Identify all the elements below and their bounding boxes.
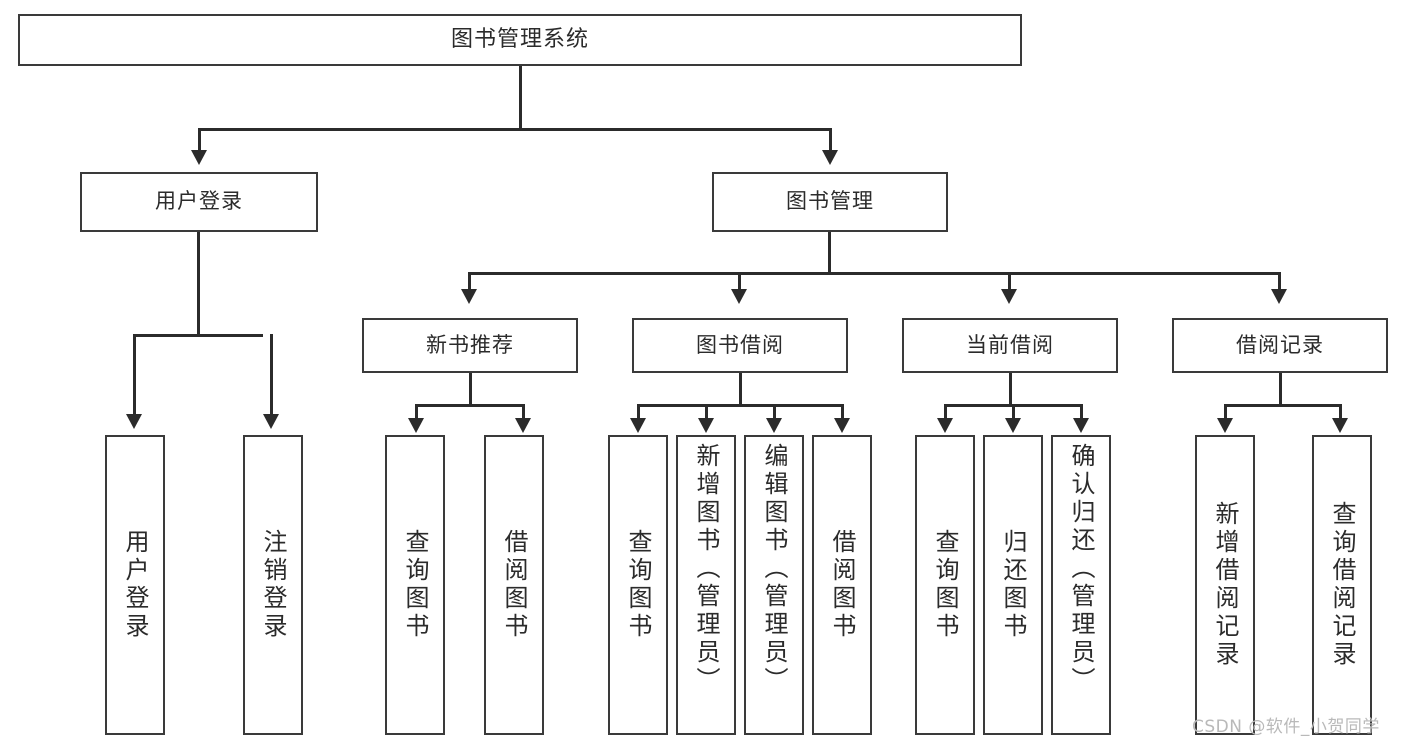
- connector-root-right-drop: [829, 128, 832, 153]
- leaf-cb-confirm-return-admin[interactable]: 确认归还（管理员）: [1051, 435, 1111, 735]
- connector-bb-stem: [739, 373, 742, 406]
- node-label: 用户登录: [155, 189, 243, 214]
- connector-br-drop-1: [1224, 404, 1227, 420]
- node-label: 新增图书（管理员）: [692, 443, 720, 695]
- connector-br-drop-2: [1339, 404, 1342, 420]
- node-new-book-recommend[interactable]: 新书推荐: [362, 318, 578, 373]
- arrow-icon-bb-leaf-2: [698, 418, 714, 433]
- arrow-icon-bb-leaf-4: [834, 418, 850, 433]
- arrow-icon-br-leaf-1: [1217, 418, 1233, 433]
- node-label: 新书推荐: [426, 332, 514, 357]
- node-label: 借阅记录: [1236, 332, 1324, 357]
- node-label: 新增借阅记录: [1211, 501, 1239, 669]
- node-label: 图书借阅: [696, 332, 784, 357]
- leaf-cb-return-book[interactable]: 归还图书: [983, 435, 1043, 735]
- arrow-icon-bb-leaf-1: [630, 418, 646, 433]
- node-label: 图书管理: [786, 189, 874, 214]
- node-user-login[interactable]: 用户登录: [80, 172, 318, 232]
- arrow-icon-cb-leaf-3: [1073, 418, 1089, 433]
- node-label: 查询图书: [931, 529, 959, 641]
- connector-cb-stem: [1009, 373, 1012, 406]
- leaf-br-add-record[interactable]: 新增借阅记录: [1195, 435, 1255, 735]
- node-root-book-management-system[interactable]: 图书管理系统: [18, 14, 1022, 66]
- connector-user-login-bar: [133, 334, 263, 337]
- connector-bm-drop-1: [468, 272, 471, 292]
- node-label: 借阅图书: [828, 529, 856, 641]
- connector-root-stem: [519, 66, 522, 130]
- arrow-icon-to-new-book-recommend: [461, 289, 477, 304]
- leaf-nbr-query-book[interactable]: 查询图书: [385, 435, 445, 735]
- arrow-icon-cb-leaf-1: [937, 418, 953, 433]
- node-label: 查询图书: [624, 529, 652, 641]
- node-label: 借阅图书: [500, 529, 528, 641]
- connector-nbr-drop-1: [415, 404, 418, 420]
- arrow-icon-to-borrow-record: [1271, 289, 1287, 304]
- connector-bm-drop-2: [738, 272, 741, 292]
- arrow-icon-nbr-leaf-1: [408, 418, 424, 433]
- node-label: 图书管理系统: [450, 26, 589, 52]
- connector-bm-drop-4: [1278, 272, 1281, 292]
- arrow-icon-to-leaf-user-login: [126, 414, 142, 429]
- connector-root-left-drop: [198, 128, 201, 153]
- leaf-bb-query-book[interactable]: 查询图书: [608, 435, 668, 735]
- connector-cb-drop-3: [1080, 404, 1083, 420]
- arrow-icon-to-book-borrow: [731, 289, 747, 304]
- node-label: 用户登录: [121, 529, 149, 641]
- connector-cb-drop-2: [1012, 404, 1015, 420]
- node-label: 编辑图书（管理员）: [760, 443, 788, 695]
- connector-bb-drop-4: [841, 404, 844, 420]
- node-label: 查询图书: [401, 529, 429, 641]
- connector-br-stem: [1279, 373, 1282, 406]
- node-label: 注销登录: [259, 529, 287, 641]
- node-label: 归还图书: [999, 529, 1027, 641]
- arrow-icon-to-book-management: [822, 150, 838, 165]
- connector-user-login-stem: [197, 232, 200, 337]
- node-label: 当前借阅: [966, 332, 1054, 357]
- arrow-icon-to-current-borrow: [1001, 289, 1017, 304]
- connector-nbr-drop-2: [522, 404, 525, 420]
- node-book-borrow[interactable]: 图书借阅: [632, 318, 848, 373]
- connector-nbr-bar: [415, 404, 525, 407]
- leaf-br-query-record[interactable]: 查询借阅记录: [1312, 435, 1372, 735]
- arrow-icon-br-leaf-2: [1332, 418, 1348, 433]
- connector-user-login-drop-1: [133, 334, 136, 417]
- arrow-icon-nbr-leaf-2: [515, 418, 531, 433]
- connector-root-bar: [198, 128, 832, 131]
- leaf-logout[interactable]: 注销登录: [243, 435, 303, 735]
- connector-bb-drop-1: [637, 404, 640, 420]
- node-borrow-record[interactable]: 借阅记录: [1172, 318, 1388, 373]
- connector-nbr-stem: [469, 373, 472, 406]
- connector-book-management-bar: [468, 272, 1280, 275]
- connector-bb-drop-3: [773, 404, 776, 420]
- watermark-text: CSDN @软件_小贺同学: [1192, 717, 1380, 737]
- connector-cb-drop-1: [944, 404, 947, 420]
- leaf-nbr-borrow-book[interactable]: 借阅图书: [484, 435, 544, 735]
- node-current-borrow[interactable]: 当前借阅: [902, 318, 1118, 373]
- leaf-cb-query-book[interactable]: 查询图书: [915, 435, 975, 735]
- connector-bb-bar: [637, 404, 843, 407]
- arrow-icon-cb-leaf-2: [1005, 418, 1021, 433]
- connector-user-login-drop-2: [270, 334, 273, 417]
- leaf-user-login[interactable]: 用户登录: [105, 435, 165, 735]
- connector-book-management-stem: [828, 232, 831, 274]
- arrow-icon-bb-leaf-3: [766, 418, 782, 433]
- leaf-bb-add-book-admin[interactable]: 新增图书（管理员）: [676, 435, 736, 735]
- node-book-management[interactable]: 图书管理: [712, 172, 948, 232]
- connector-br-bar: [1224, 404, 1342, 407]
- arrow-icon-to-user-login: [191, 150, 207, 165]
- arrow-icon-to-leaf-logout: [263, 414, 279, 429]
- leaf-bb-borrow-book[interactable]: 借阅图书: [812, 435, 872, 735]
- node-label: 查询借阅记录: [1328, 501, 1356, 669]
- connector-bb-drop-2: [705, 404, 708, 420]
- node-label: 确认归还（管理员）: [1067, 443, 1095, 695]
- connector-bm-drop-3: [1008, 272, 1011, 292]
- leaf-bb-edit-book-admin[interactable]: 编辑图书（管理员）: [744, 435, 804, 735]
